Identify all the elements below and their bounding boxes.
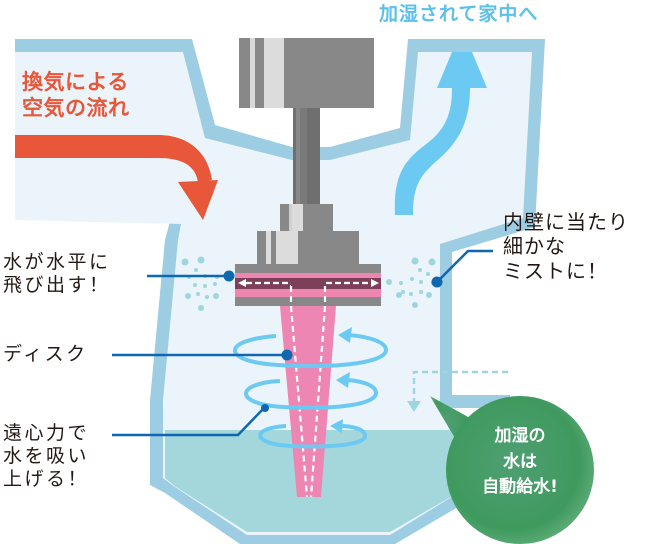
suction-flow-lines — [289, 284, 327, 498]
airflow-in-arrow — [15, 135, 218, 220]
motor-head — [239, 38, 374, 108]
housing-right-wall — [440, 244, 452, 408]
rotation-arrows — [233, 327, 389, 449]
water-supply-arrowhead — [407, 401, 421, 412]
rotation-ring-top — [233, 333, 389, 369]
leader-dots — [223, 270, 443, 412]
suction-cone — [280, 306, 336, 497]
leader-lines — [112, 249, 493, 437]
label-airflow-in: 換気による 空気の流れ — [22, 70, 130, 120]
label-auto-water-supply: 加湿の 水は 自動給水! — [482, 426, 558, 497]
disk-channel — [235, 278, 381, 289]
label-centrifugal: 遠心力で 水を吸い 上げる！ — [3, 422, 90, 491]
mist-dots-left — [181, 256, 230, 311]
label-disk: ディスク — [3, 343, 88, 365]
airflow-out-arrow — [394, 52, 487, 215]
speech-bubble — [430, 396, 594, 544]
motor-assembly — [235, 38, 381, 306]
motor-collar-upper — [280, 204, 333, 231]
label-water-horizontal: 水が水平に 飛び出す！ — [3, 251, 111, 297]
label-airflow-out: 加湿されて家中へ — [379, 3, 539, 25]
disk-top-plate — [235, 264, 381, 273]
motor-collar-lower — [257, 231, 359, 264]
label-inner-wall-mist: 内壁に当たり 細かな ミストに！ — [503, 210, 629, 283]
water-supply-arrow — [412, 370, 508, 402]
housing-right-notch — [452, 252, 651, 395]
rotation-ring-bottom — [258, 424, 368, 449]
rotation-ring-middle — [244, 378, 379, 410]
water-reservoir — [165, 430, 498, 532]
disk-bottom-plate — [235, 297, 381, 306]
